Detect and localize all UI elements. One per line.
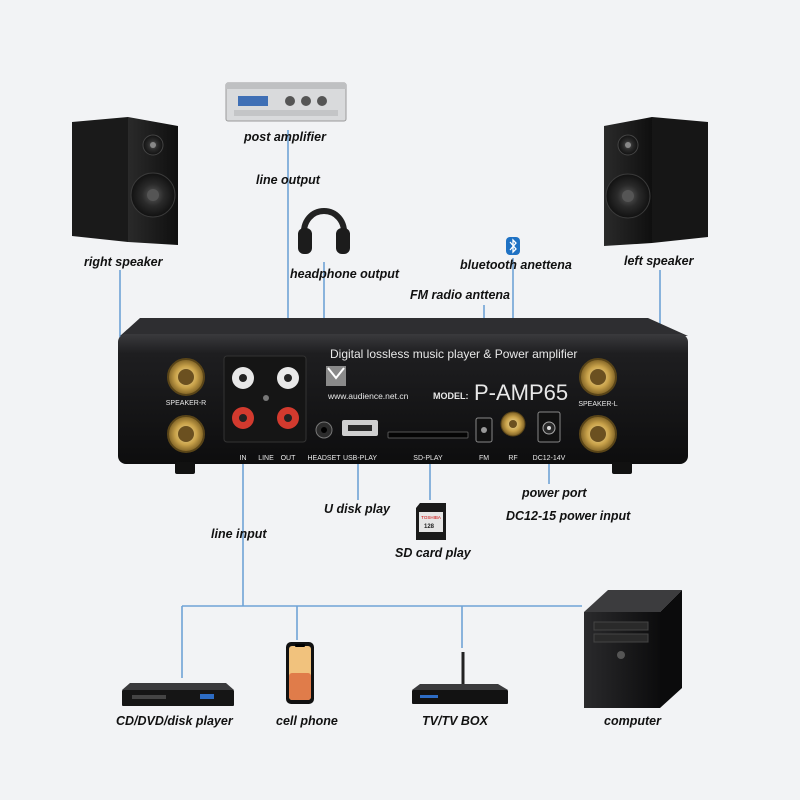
tv-box-label: TV/TV BOX (422, 714, 488, 728)
usb-play-label: USB-PLAY (343, 455, 377, 462)
computer-device (584, 590, 682, 708)
panel-website: www.audience.net.cn (327, 391, 409, 401)
line-output-label: line output (256, 173, 320, 187)
fm-label: FM (479, 455, 489, 462)
sd-card-device: TOSHIBA 128 (416, 503, 446, 540)
line-input-label: line input (211, 527, 267, 541)
tv-box-device (412, 652, 508, 704)
out-label: OUT (281, 455, 297, 462)
left-speaker-label: left speaker (624, 254, 694, 268)
cd-player-label: CD/DVD/disk player (116, 714, 233, 728)
headset-label: HEADSET (307, 455, 341, 462)
rf-label: RF (508, 455, 517, 462)
left-speaker-device (604, 117, 708, 246)
speaker-l-terminals (579, 358, 617, 453)
power-port-label: power port (522, 486, 587, 500)
dc-label: DC12-14V (533, 455, 566, 462)
cell-phone-device (286, 642, 314, 704)
speaker-r-label: SPEAKER-R (166, 400, 206, 407)
sd-play-label: SD-PLAY (413, 455, 443, 462)
headphones-icon (298, 208, 350, 254)
brand-logo (326, 366, 346, 386)
computer-label: computer (604, 714, 661, 728)
bluetooth-antenna-label: bluetooth anettena (460, 258, 572, 272)
right-speaker-label: right speaker (84, 255, 163, 269)
in-label: IN (240, 455, 247, 462)
right-speaker-device (72, 117, 178, 245)
post-amplifier-device (225, 82, 347, 122)
fm-radio-antenna-label: FM radio anttena (410, 288, 511, 302)
amplifier-rear-panel: SPEAKER-R IN LINE OUT HEADSET USB-PLAY S… (118, 318, 688, 474)
sd-capacity: 128 (424, 524, 435, 530)
speaker-l-label: SPEAKER-L (578, 401, 617, 408)
post-amplifier-label: post amplifier (244, 130, 326, 144)
sd-card-play-label: SD card play (395, 546, 471, 560)
model-prefix: MODEL: (433, 391, 469, 401)
cell-phone-label: cell phone (276, 714, 338, 728)
sd-brand: TOSHIBA (421, 515, 441, 520)
rca-jacks (223, 355, 307, 443)
headphone-output-label: headphone output (290, 267, 400, 281)
sd-slot (387, 431, 469, 439)
cd-dvd-player-device (122, 683, 234, 706)
u-disk-play-label: U disk play (324, 502, 390, 516)
line-label: LINE (258, 455, 274, 462)
bluetooth-icon (506, 237, 520, 255)
dc-power-input-label: DC12-15 power input (506, 509, 631, 523)
model-name: P-AMP65 (474, 380, 568, 405)
panel-headline: Digital lossless music player & Power am… (330, 347, 577, 361)
speaker-r-terminals (167, 358, 205, 453)
